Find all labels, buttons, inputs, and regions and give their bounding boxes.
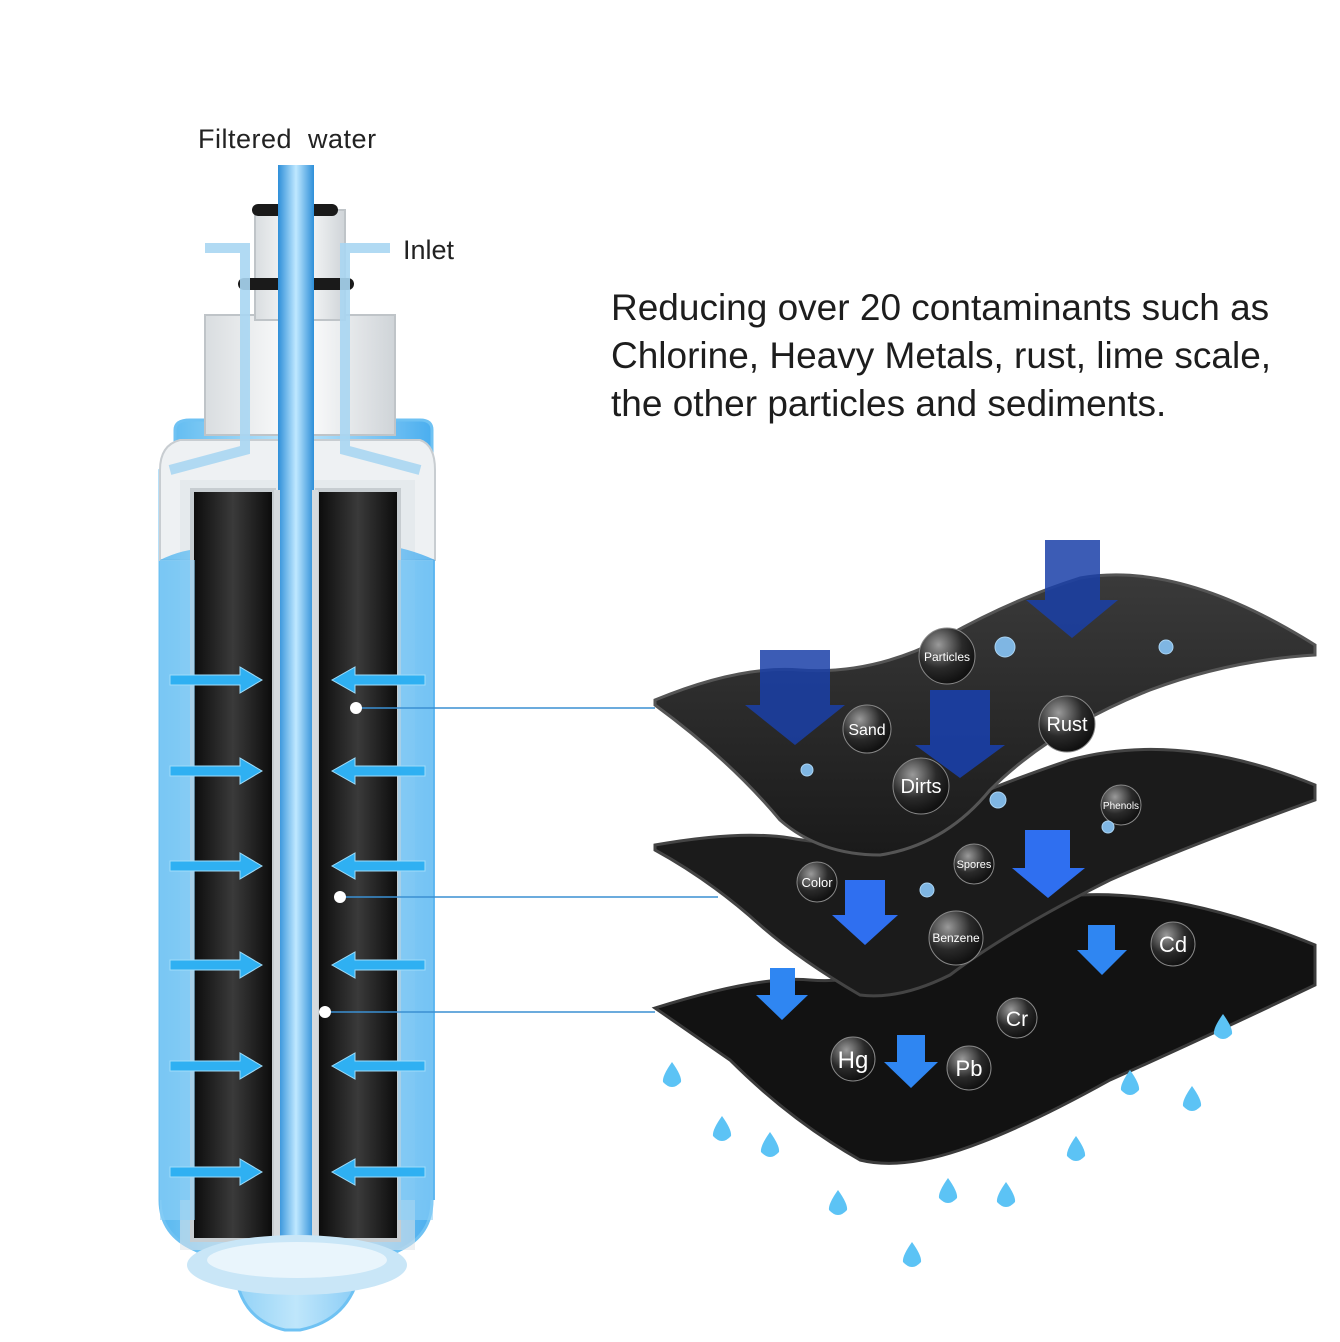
bubble-label: Spores <box>957 859 992 871</box>
microbe-icon <box>800 763 814 777</box>
filter-cartridge <box>158 165 436 1332</box>
water-drop-icon <box>1066 1136 1086 1161</box>
headline-line: the other particles and sediments. <box>611 383 1167 424</box>
arrow-right-icon <box>169 852 263 880</box>
arrow-left-icon <box>330 852 426 880</box>
headline-line: Reducing over 20 contaminants such as <box>611 287 1270 328</box>
water-droplets <box>662 1014 1233 1267</box>
arrow-right-icon <box>169 951 263 979</box>
connector-lines <box>319 702 718 1018</box>
microbe-icon <box>1101 820 1115 834</box>
bubble-label: Cd <box>1159 932 1187 957</box>
water-drop-icon <box>1213 1014 1233 1039</box>
outlet-label: Filtered water <box>198 124 377 154</box>
water-drop-icon <box>712 1116 732 1141</box>
water-drop-icon <box>902 1242 922 1267</box>
arrow-down-icon <box>832 880 898 945</box>
flow-down-arrows <box>745 540 1127 1088</box>
contaminant-bubble: Cd <box>1150 921 1196 967</box>
arrow-right-icon <box>169 666 263 694</box>
microbe-icon <box>1158 639 1174 655</box>
arrow-right-icon <box>169 1158 263 1186</box>
bubble-label: Particles <box>924 650 970 664</box>
microbe-icon <box>994 636 1016 658</box>
bubble-label: Dirts <box>900 776 941 798</box>
microbe-icon <box>989 791 1007 809</box>
arrow-down-icon <box>1026 540 1118 638</box>
water-drop-icon <box>1182 1086 1202 1111</box>
bubble-label: Sand <box>848 722 885 739</box>
bubble-label: Pb <box>956 1056 983 1081</box>
contaminant-bubble: Cr <box>996 997 1038 1039</box>
microbe-icon <box>919 882 935 898</box>
contaminant-bubble: Spores <box>953 843 995 885</box>
contaminant-bubble: Benzene <box>928 910 984 966</box>
arrow-left-icon <box>330 666 426 694</box>
arrow-right-icon <box>169 1052 263 1080</box>
bubble-label: Color <box>801 875 833 890</box>
bubble-label: Rust <box>1046 714 1088 736</box>
water-drop-icon <box>996 1182 1016 1207</box>
headline-line: Chlorine, Heavy Metals, rust, lime scale… <box>611 335 1272 376</box>
contaminant-bubble: Sand <box>842 704 892 754</box>
contaminant-bubble: Color <box>796 861 838 903</box>
contaminant-bubbles: Particles Sand Rust Dirts Phenols Color <box>796 627 1196 1091</box>
arrow-down-icon <box>1012 830 1085 898</box>
arrow-left-icon <box>330 757 426 785</box>
water-drop-icon <box>828 1190 848 1215</box>
contaminant-bubble: Hg <box>830 1036 876 1082</box>
arrow-right-icon <box>169 757 263 785</box>
inflow-arrows <box>169 666 426 1186</box>
water-drop-icon <box>1120 1070 1140 1095</box>
connector-dot <box>334 891 346 903</box>
arrow-down-icon <box>915 690 1005 778</box>
arrow-down-icon <box>884 1035 938 1088</box>
arrow-left-icon <box>330 951 426 979</box>
arrow-left-icon <box>330 1052 426 1080</box>
bubble-label: Phenols <box>1103 801 1139 812</box>
water-drop-icon <box>938 1178 958 1203</box>
arrow-left-icon <box>330 1158 426 1186</box>
headline: Reducing over 20 contaminants such as Ch… <box>611 284 1340 428</box>
water-drop-icon <box>760 1132 780 1157</box>
arrow-down-icon <box>745 650 845 745</box>
arrow-down-icon <box>756 968 808 1020</box>
contaminant-bubble: Particles <box>918 627 976 685</box>
water-drop-icon <box>662 1062 682 1087</box>
bubble-label: Cr <box>1006 1008 1028 1031</box>
bubble-label: Hg <box>838 1047 869 1074</box>
contaminant-bubble: Rust <box>1038 695 1096 753</box>
contaminant-bubble: Dirts <box>892 757 950 815</box>
contaminant-bubble: Pb <box>946 1045 992 1091</box>
connector-dot <box>319 1006 331 1018</box>
connector-dot <box>350 702 362 714</box>
arrow-down-icon <box>1077 925 1127 975</box>
microbe-icons <box>800 636 1174 898</box>
bubble-label: Benzene <box>932 931 980 945</box>
contaminant-bubble: Phenols <box>1100 784 1142 826</box>
inlet-label: Inlet <box>403 235 455 265</box>
